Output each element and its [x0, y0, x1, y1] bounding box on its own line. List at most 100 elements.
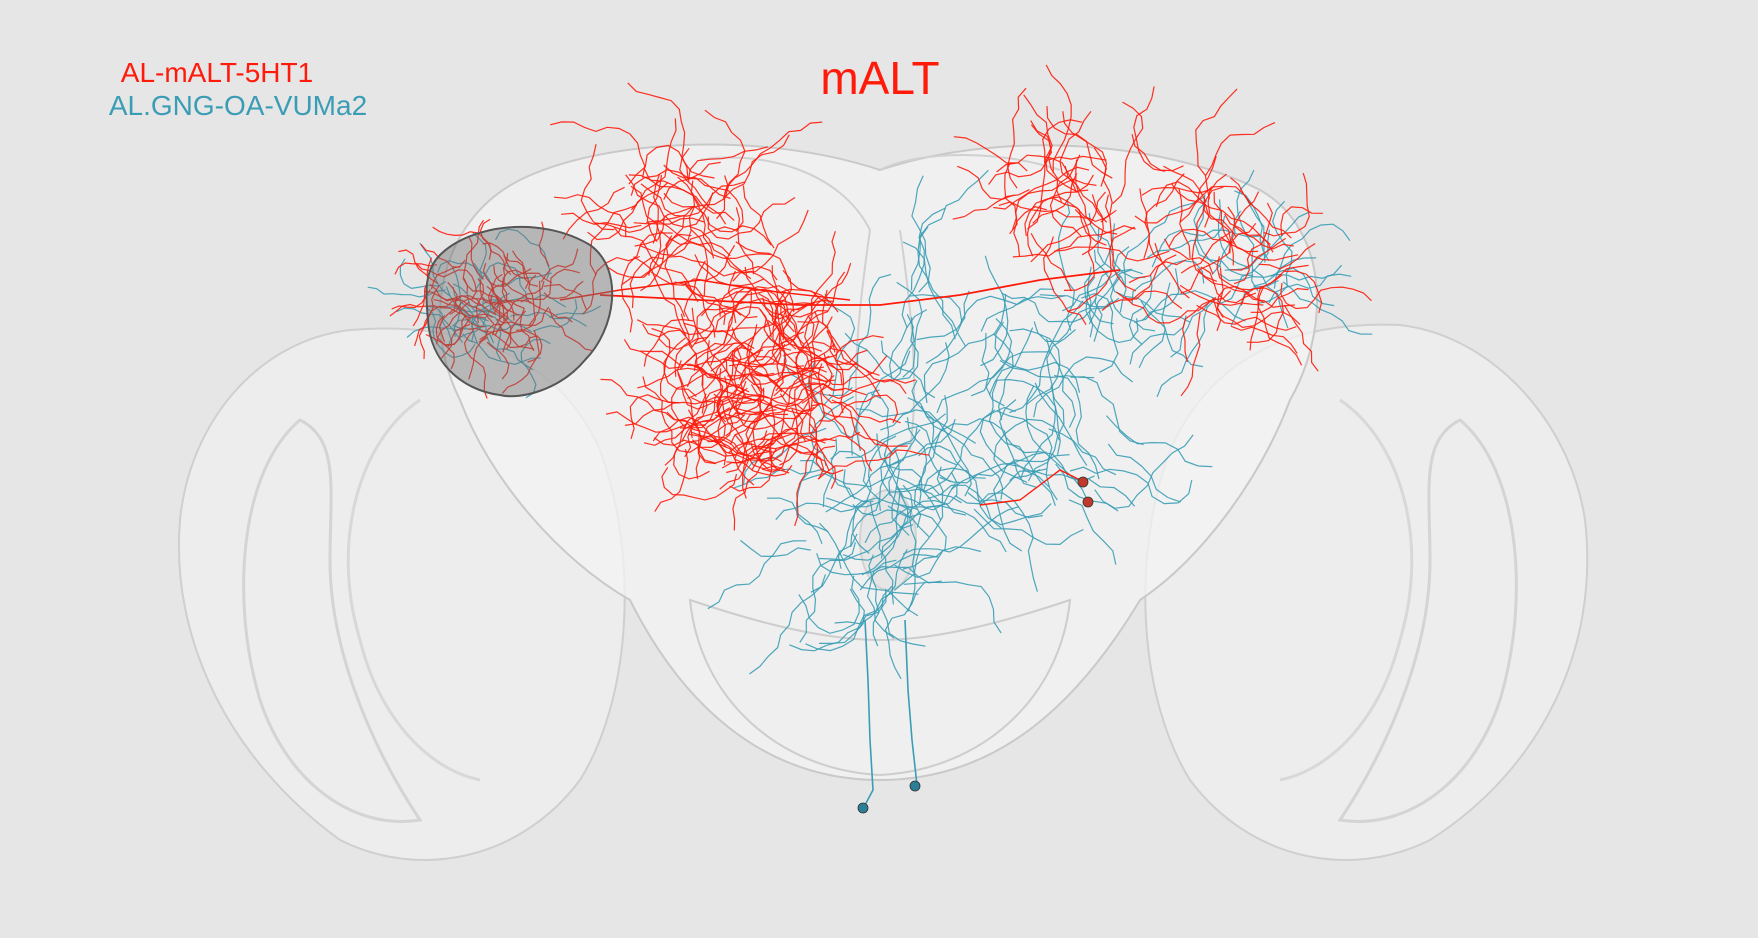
neurite-segment: [501, 252, 515, 321]
neurite-segment: [1046, 338, 1076, 428]
neurite-segment: [418, 285, 440, 360]
neurite-segment: [1233, 202, 1273, 285]
neurite-segment: [540, 248, 579, 283]
neurite-segment: [1101, 254, 1177, 312]
neurite-segment: [424, 290, 497, 316]
neurite-segment: [810, 533, 858, 593]
neurite-segment: [624, 396, 727, 426]
neurite-segment: [936, 318, 1013, 414]
neurite-segment: [436, 301, 471, 345]
neurite-segment: [1085, 276, 1139, 344]
neurite-segment: [881, 585, 926, 647]
neurite-segment: [719, 298, 815, 314]
neurite-segment: [532, 299, 578, 332]
neurite-segment: [831, 399, 893, 455]
neurite-segment: [731, 349, 827, 386]
neurite-segment: [993, 451, 1047, 552]
neurite-segment: [1081, 194, 1104, 256]
neurite-segment: [752, 299, 834, 364]
esophageal-foramen: [859, 489, 917, 591]
neurite-segment: [1180, 312, 1201, 397]
neurite-segment: [1195, 88, 1238, 200]
neurite-segment: [668, 255, 778, 281]
neurite-segment: [1075, 159, 1118, 235]
neurite-segment: [908, 294, 963, 364]
neurite-segment: [594, 205, 695, 233]
neurite-segment: [707, 196, 796, 240]
neurite-segment: [674, 307, 697, 377]
neurite-segment: [1088, 212, 1146, 279]
neurite-segment: [1253, 257, 1317, 287]
neurite-segment: [896, 281, 923, 378]
neurite-segment: [1230, 325, 1298, 354]
neurite-segment: [1133, 290, 1246, 323]
neurite-segment: [1134, 156, 1217, 224]
neurite-segment: [771, 265, 805, 345]
neurite-segment: [735, 207, 755, 275]
neurite-segment: [714, 306, 772, 338]
neurite-segment: [993, 418, 1060, 484]
neurite-segment: [772, 270, 793, 351]
neurite-segment: [1250, 287, 1309, 313]
neurite-segment: [1009, 470, 1136, 507]
soma-blue-1: [909, 780, 921, 792]
neurite-segment: [1063, 208, 1095, 291]
neurite-segment: [452, 286, 475, 342]
neurite-segment: [822, 411, 908, 447]
neurite-segment: [911, 379, 951, 483]
neurite-segment: [1001, 292, 1114, 323]
neurite-segment: [628, 144, 715, 185]
neurite-segment: [869, 501, 894, 605]
neurite-segment: [995, 378, 1057, 480]
neurite-segment: [412, 257, 433, 327]
neurite-segment: [1268, 273, 1352, 304]
neurite-segment: [1088, 269, 1143, 325]
neurite-segment: [917, 226, 956, 340]
neurite-segment: [772, 436, 825, 480]
neurite-segment: [734, 349, 764, 415]
neurite-segment: [920, 405, 1004, 500]
neurite-segment: [794, 315, 826, 406]
central-brain-lobes: [699, 154, 1061, 451]
neurite-segment: [741, 430, 768, 499]
neurite-segment: [1027, 124, 1053, 230]
neurite-segment: [640, 181, 746, 217]
neurite-segment: [798, 575, 860, 634]
neurite-segment: [582, 255, 641, 315]
neurite-segment: [793, 355, 888, 386]
neurite-segment: [1154, 242, 1190, 299]
neurite-segment: [1053, 374, 1100, 480]
neurite-segment: [664, 414, 746, 466]
neurite-segment: [957, 165, 1014, 200]
neurite-segment: [876, 433, 942, 521]
neurite-segment: [661, 466, 738, 501]
neurite-segment: [850, 458, 902, 547]
right-optic-lobe-inner: [1337, 418, 1518, 823]
neurite-segment: [1205, 122, 1276, 176]
neurite-segment: [538, 221, 550, 267]
neurite-segment: [553, 194, 627, 238]
malt-5ht1-arbor-antennal-lobe: [600, 226, 930, 531]
neurite-segment: [681, 374, 708, 442]
neurite-segment: [1240, 287, 1285, 343]
neurite-segment: [1244, 195, 1266, 263]
neurite-segment: [996, 410, 1058, 501]
neurite-segment: [729, 447, 773, 492]
neurite-segment: [868, 554, 880, 647]
neurite-segment: [719, 438, 750, 490]
neurite-segment: [988, 327, 1034, 396]
neurite-segment: [600, 378, 706, 426]
neurite-segment: [664, 192, 714, 228]
neurite-segment: [1025, 386, 1089, 502]
neurite-segment: [1093, 147, 1113, 223]
neurite-segment: [1033, 356, 1134, 418]
neurite-segment: [716, 363, 805, 412]
neurite-segment: [658, 175, 729, 224]
neurite-segment: [904, 420, 957, 466]
neurite-segment: [732, 343, 786, 367]
neurite-segment: [438, 305, 489, 322]
neurite-segment: [732, 448, 777, 531]
neurite-segment: [891, 447, 910, 536]
neurite-segment: [783, 335, 884, 360]
neurite-segment: [1057, 198, 1076, 331]
